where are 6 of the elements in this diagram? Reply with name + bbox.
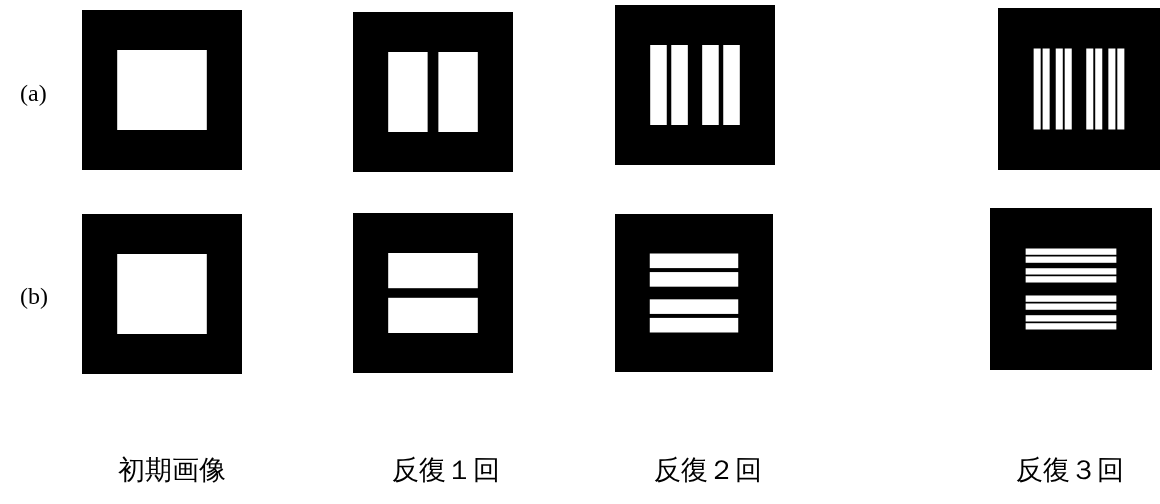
panel-caption: 反復３回 bbox=[1016, 456, 1124, 486]
panel-caption: 反復２回 bbox=[654, 456, 762, 486]
panel-caption: 反復１回 bbox=[392, 456, 500, 486]
row-label: (b) bbox=[20, 283, 48, 310]
row-label: (a) bbox=[20, 80, 47, 107]
panel-caption: 初期画像 bbox=[118, 456, 226, 486]
